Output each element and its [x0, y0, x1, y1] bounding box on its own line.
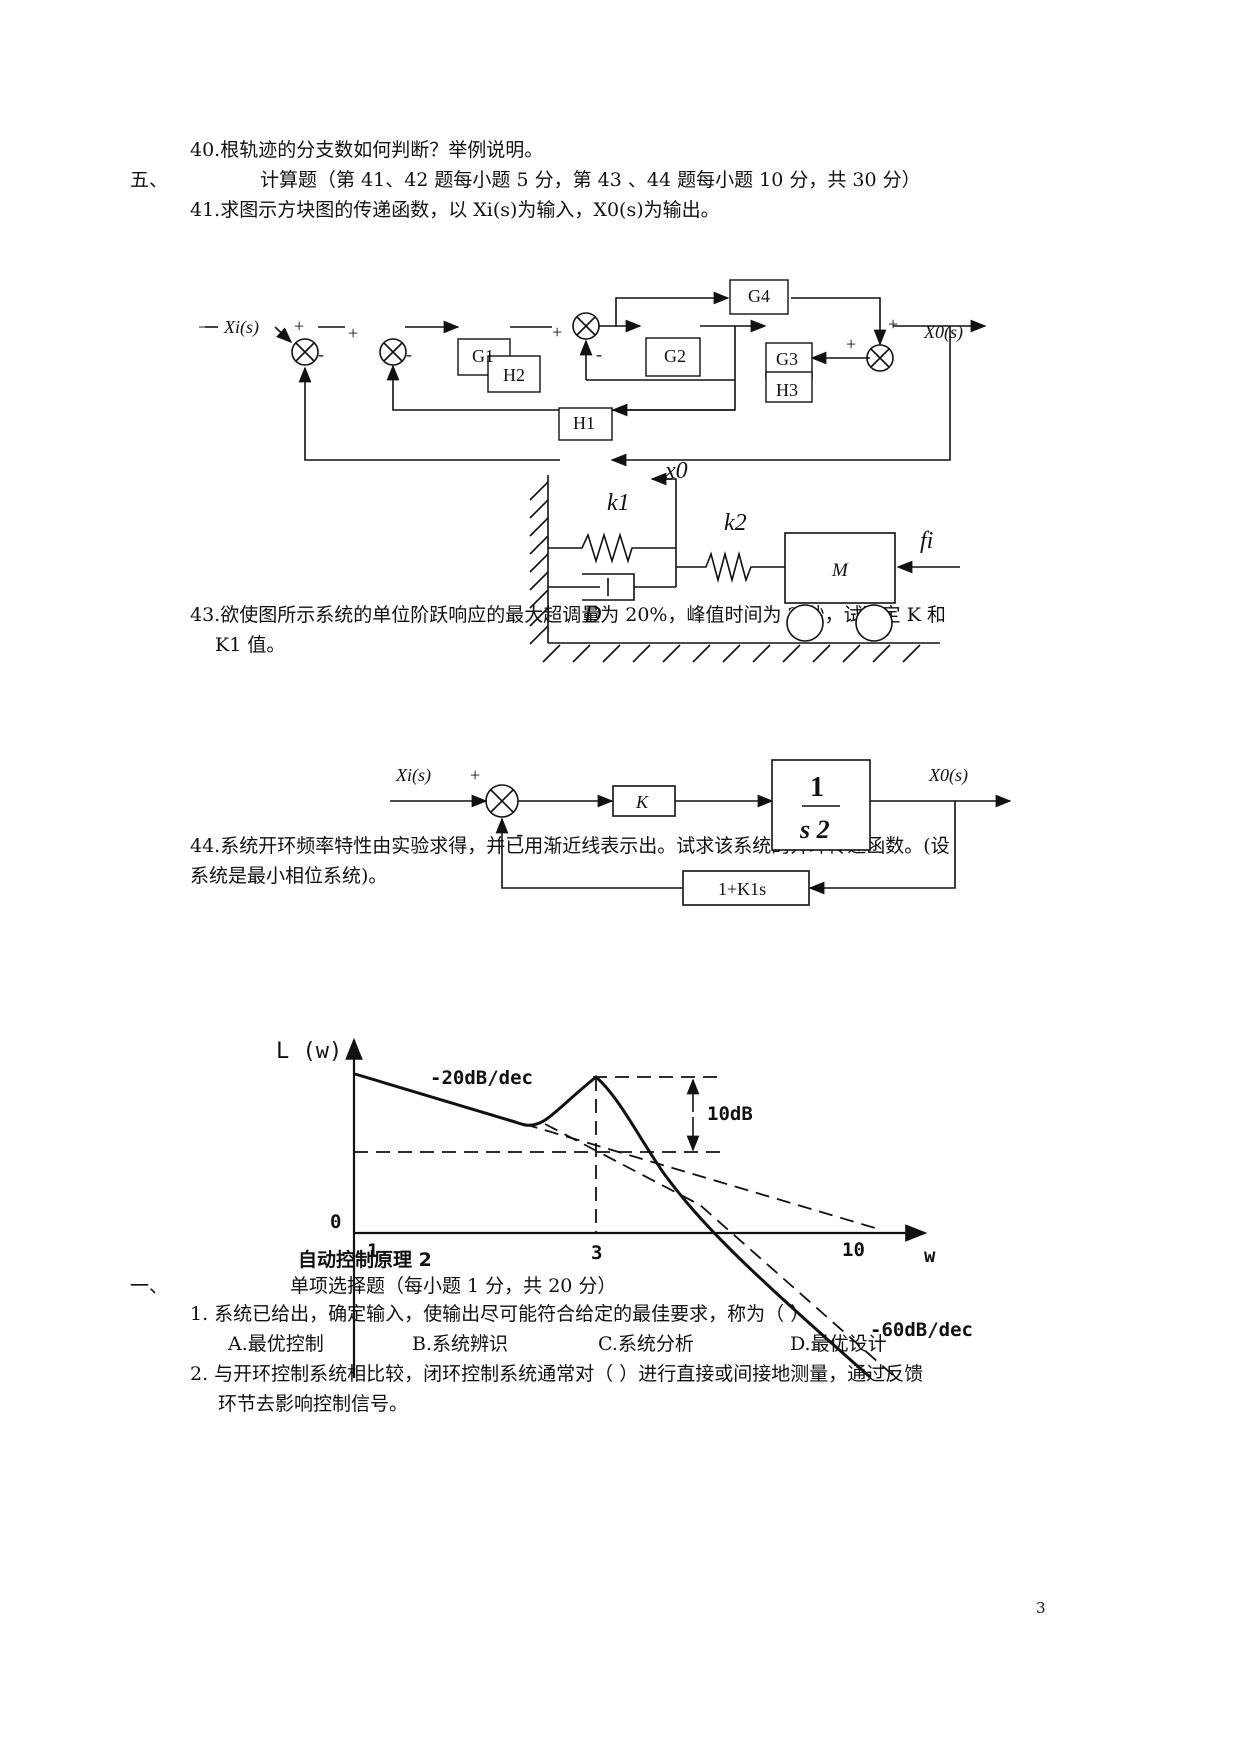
svg-text:fi: fi	[920, 528, 933, 554]
diagram3-input: Xi(s)	[395, 765, 431, 786]
question-44-line2: 系统是最小相位系统)。	[190, 865, 388, 887]
svg-text:+: +	[294, 316, 304, 336]
svg-text:k2: k2	[724, 510, 747, 536]
diagram1-output: X0(s)	[923, 322, 963, 343]
section-5-number: 五、	[130, 169, 169, 191]
summing-junction-1	[291, 338, 319, 366]
part2-title: 自动控制原理 2	[298, 1249, 432, 1271]
svg-text:+: +	[470, 765, 480, 785]
question-44-line1: 44.系统开环频率特性由实验求得，并已用渐近线表示出。试求该系统的开环传递函数。…	[190, 835, 950, 857]
block-feedback	[682, 870, 810, 906]
bode-peak: 10dB	[707, 1103, 753, 1125]
summing-junction-2	[379, 338, 407, 366]
summing-junction-3	[572, 312, 600, 340]
svg-text:-: -	[318, 344, 324, 364]
question-43-line2: K1 值。	[215, 634, 286, 656]
question-41: 41.求图示方块图的传递函数，以 Xi(s)为输入，X0(s)为输出。	[190, 199, 720, 221]
block-k	[612, 785, 676, 817]
bode-xlabel: w	[924, 1245, 936, 1267]
part2-section-title: 单项选择题（每小题 1 分，共 20 分）	[290, 1275, 617, 1297]
block-g4	[729, 279, 789, 315]
label-k: K	[635, 792, 649, 812]
svg-text:k1: k1	[607, 490, 630, 516]
bode-ylabel: L (w)	[276, 1039, 342, 1064]
question-43-line1: 43.欲使图所示系统的单位阶跃响应的最大超调量为 20%，峰值时间为 2 秒，试…	[190, 604, 946, 626]
svg-text:+: +	[888, 314, 898, 334]
diagram1-input: Xi(s)	[223, 317, 259, 338]
option-b: B.系统辨识	[412, 1333, 509, 1355]
question-40: 40.根轨迹的分支数如何判断？举例说明。	[190, 139, 544, 161]
svg-text:x0: x0	[664, 458, 688, 484]
part2-question-2-line1: 2. 与开环控制系统相比较，闭环控制系统通常对（ ）进行直接或间接地测量，通过反…	[190, 1363, 924, 1385]
block-g3	[765, 342, 813, 380]
summing-junction-43	[485, 784, 519, 818]
svg-text:-: -	[596, 344, 602, 364]
block-h2	[487, 355, 541, 393]
block-h1	[558, 407, 613, 441]
bode-slope1: -20dB/dec	[430, 1067, 533, 1089]
label-g1: G1	[472, 346, 494, 366]
label-h3: H3	[776, 380, 798, 400]
bode-tick-10: 10	[842, 1239, 865, 1261]
svg-text:-: -	[406, 344, 412, 364]
block-h3	[765, 371, 813, 403]
label-g3: G3	[776, 349, 798, 369]
label-feedback: 1+K1s	[718, 879, 766, 899]
part2-section-number: 一、	[130, 1275, 169, 1297]
label-h2: H2	[503, 365, 525, 385]
label-g4: G4	[748, 286, 770, 306]
diagram3-output: X0(s)	[928, 765, 968, 786]
svg-text:−: −	[198, 317, 208, 337]
bode-tick-0: 0	[330, 1211, 341, 1233]
svg-text:+: +	[348, 323, 358, 343]
page-number: 3	[1036, 1599, 1046, 1617]
summing-junction-4	[866, 344, 894, 372]
block-g2	[645, 337, 701, 377]
svg-text:+: +	[846, 334, 856, 354]
block-g1	[457, 338, 511, 376]
option-c: C.系统分析	[598, 1333, 694, 1355]
option-d: D.最优设计	[790, 1333, 887, 1355]
label-plant-numerator: 1	[810, 772, 824, 803]
svg-text:+: +	[552, 322, 562, 342]
label-g2: G2	[664, 346, 686, 366]
bode-tick-3: 3	[591, 1242, 602, 1264]
section-5-title: 计算题（第 41、42 题每小题 5 分，第 43 、44 题每小题 10 分，…	[260, 169, 921, 191]
label-h1: H1	[573, 413, 595, 433]
option-a: A.最优控制	[228, 1333, 324, 1355]
svg-text:M: M	[831, 560, 849, 581]
part2-question-1: 1. 系统已给出，确定输入，使输出尽可能符合给定的最佳要求，称为（ ）	[190, 1303, 810, 1325]
part2-question-2-line2: 环节去影响控制信号。	[218, 1393, 409, 1415]
